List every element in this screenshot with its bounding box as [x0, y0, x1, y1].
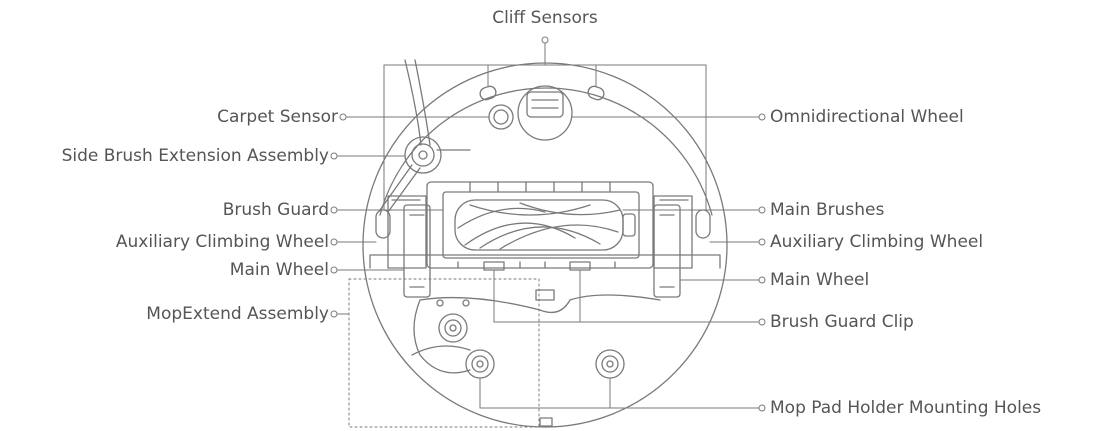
label-cliff-sensors: Cliff Sensors: [492, 8, 598, 28]
left-wheel-bay: [375, 195, 431, 298]
omnidirectional-wheel: [517, 85, 573, 141]
body-rim: [369, 254, 721, 269]
label-main-brushes: Main Brushes: [770, 200, 885, 220]
carpet-sensor: [488, 104, 514, 130]
cliff-sensor-left: [479, 85, 497, 101]
right-wheel-bay: [653, 195, 711, 298]
label-main-wheel-left: Main Wheel: [229, 260, 329, 280]
label-aux-wheel-left: Auxiliary Climbing Wheel: [115, 232, 329, 252]
main-wheel-right: [653, 204, 681, 298]
bottom-plate: [419, 289, 661, 427]
cliff-sensor-right: [587, 85, 605, 101]
label-carpet-sensor: Carpet Sensor: [217, 107, 338, 127]
label-mopextend: MopExtend Assembly: [146, 304, 329, 324]
inner-arc: [379, 87, 713, 216]
label-main-wheel-right: Main Wheel: [770, 270, 870, 290]
label-side-brush-extension: Side Brush Extension Assembly: [61, 146, 329, 166]
aux-climbing-wheel-right: [695, 209, 711, 239]
label-brush-guard-clip: Brush Guard Clip: [770, 312, 914, 332]
mopextend-dashed-box: [348, 278, 540, 428]
brush-guard-frame: [426, 181, 654, 269]
mopextend-assembly: [411, 299, 471, 374]
label-brush-guard: Brush Guard: [222, 200, 329, 220]
side-brush-assembly: [379, 59, 471, 213]
brush-guard-inner: [442, 191, 640, 259]
leader-lines: [330, 36, 766, 412]
cliff-sensors: [479, 85, 605, 101]
label-aux-wheel-right: Auxiliary Climbing Wheel: [770, 232, 984, 252]
brush-guard-clip-right: [569, 261, 591, 271]
mop-pad-holes: [465, 349, 625, 379]
brush-housing: [426, 181, 654, 271]
label-omni-wheel: Omnidirectional Wheel: [770, 107, 964, 127]
label-mop-holes: Mop Pad Holder Mounting Holes: [770, 398, 1042, 418]
brush-guard-clip-left: [483, 261, 505, 271]
main-wheel-left: [403, 204, 431, 298]
